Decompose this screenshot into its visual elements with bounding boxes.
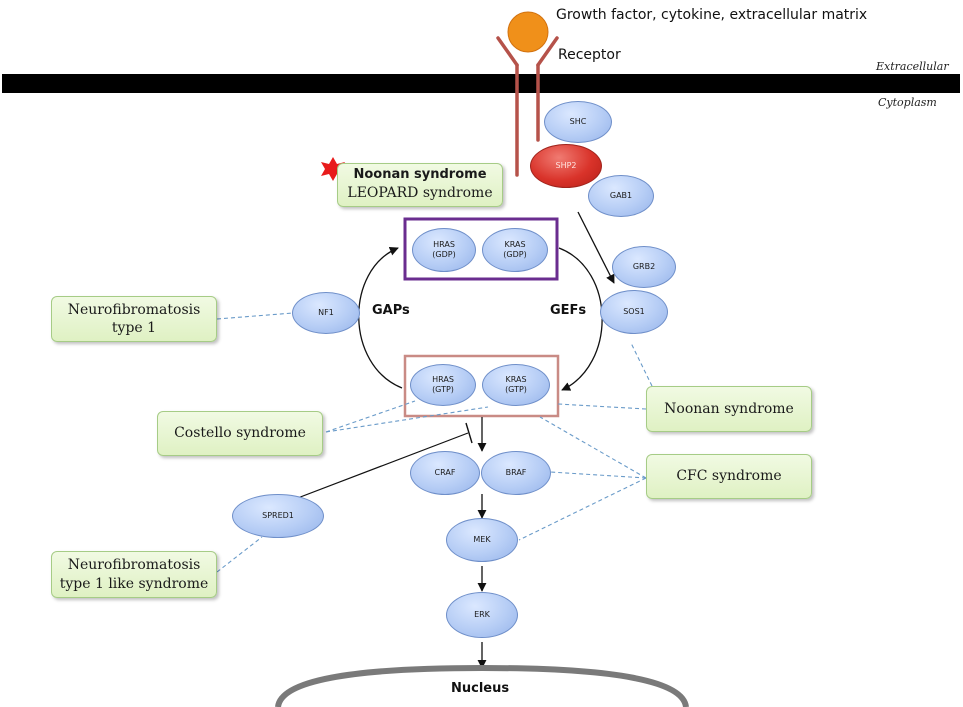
- cytoplasm-label: Cytoplasm: [878, 96, 937, 109]
- node-mek: MEK: [446, 518, 518, 562]
- receptor-label: Receptor: [558, 47, 621, 63]
- gaps-arc: [358, 246, 403, 389]
- syndrome-name-nf1-line1: Neurofibromatosis: [67, 301, 201, 318]
- syndrome-name-nf1-line2: type 1: [111, 320, 157, 336]
- ras-gtp-frame: [403, 354, 560, 418]
- extracellular-label: Extracellular: [876, 60, 949, 73]
- syndrome-name-nf1-like-line1: Neurofibromatosis: [67, 557, 201, 574]
- gaps-label: GAPs: [372, 303, 410, 318]
- gab1-to-sos1-arrow: [577, 211, 615, 284]
- ras-gdp-frame: [403, 217, 559, 281]
- nucleus-outline: [275, 664, 689, 707]
- node-kras-gtp: KRAS (GTP): [482, 364, 550, 406]
- cell-membrane: [2, 74, 960, 93]
- syndrome-box-cfc: CFC syndrome: [646, 454, 812, 499]
- spred1-inhibition-bar: [465, 422, 473, 444]
- syndrome-name-noonan: Noonan syndrome: [353, 167, 487, 183]
- node-hras-gdp: HRAS (GDP): [412, 228, 476, 272]
- ligand-label: Growth factor, cytokine, extracellular m…: [556, 7, 868, 23]
- mutation-star-icon: [321, 157, 345, 181]
- syndrome-box-nf1: Neurofibromatosis type 1: [51, 296, 217, 342]
- syndrome-name-cfc: CFC syndrome: [676, 468, 782, 485]
- syndrome-links: [216, 312, 653, 573]
- syndrome-box-costello: Costello syndrome: [157, 411, 323, 456]
- gefs-arc: [558, 247, 603, 391]
- node-spred1: SPRED1: [232, 494, 324, 538]
- node-erk: ERK: [446, 592, 518, 638]
- gefs-label: GEFs: [550, 303, 587, 318]
- node-braf: BRAF: [481, 451, 551, 495]
- node-grb2: GRB2: [612, 246, 676, 288]
- node-shp2: SHP2: [530, 144, 602, 188]
- syndrome-name-leopard: LEOPARD syndrome: [347, 185, 493, 202]
- syndrome-box-noonan: Noonan syndrome: [646, 386, 812, 432]
- node-kras-gdp: KRAS (GDP): [482, 228, 548, 272]
- nucleus-label: Nucleus: [451, 681, 510, 696]
- syndrome-box-noonan-leopard: Noonan syndrome LEOPARD syndrome: [337, 163, 503, 207]
- node-shc: SHC: [544, 101, 612, 143]
- spred1-inhibition-line: [281, 432, 469, 505]
- syndrome-name-noonan-right: Noonan syndrome: [664, 400, 794, 417]
- syndrome-name-nf1-like-line2: type 1 like syndrome: [59, 575, 209, 592]
- ligand-ball: [507, 11, 549, 53]
- node-sos1: SOS1: [600, 290, 668, 334]
- node-gab1: GAB1: [588, 175, 654, 217]
- node-craf: CRAF: [410, 451, 480, 495]
- receptor-shape: [496, 36, 559, 177]
- node-nf1: NF1: [292, 292, 360, 334]
- syndrome-box-nf1-like: Neurofibromatosis type 1 like syndrome: [51, 551, 217, 598]
- syndrome-name-costello: Costello syndrome: [174, 425, 306, 442]
- node-hras-gtp: HRAS (GTP): [410, 364, 476, 406]
